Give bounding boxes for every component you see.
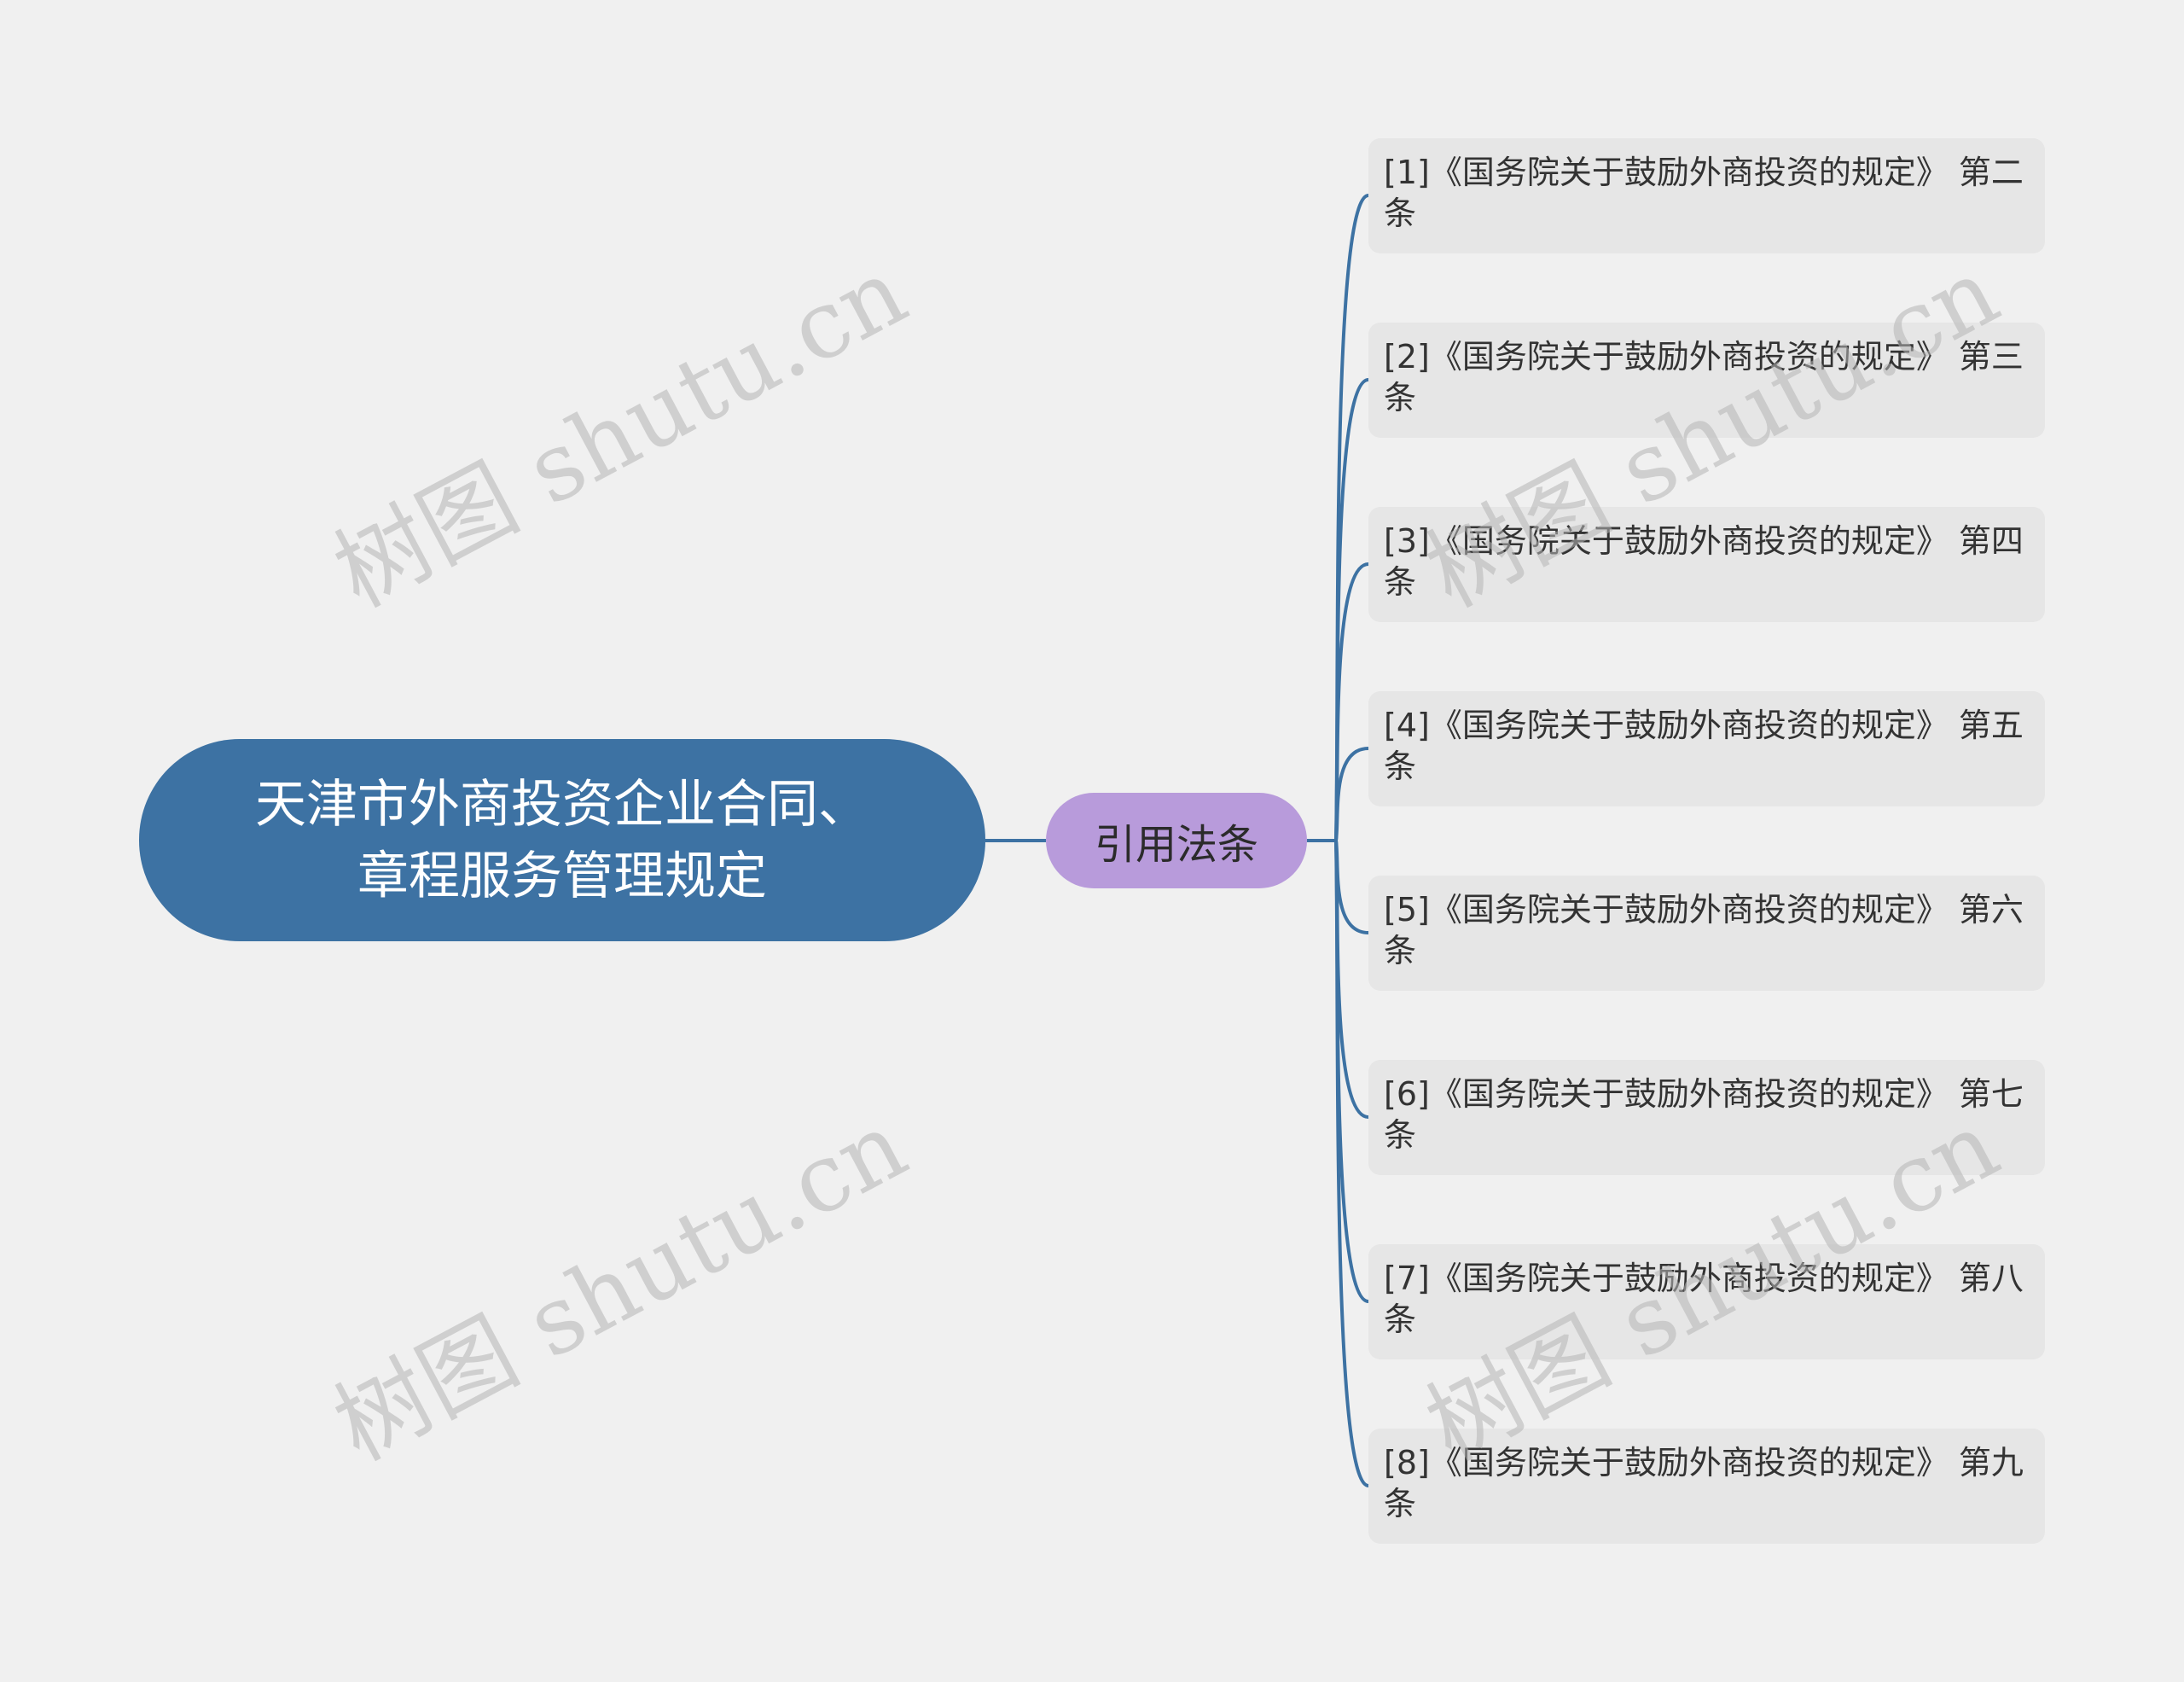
branch-topic-label: 引用法条 xyxy=(1094,821,1258,869)
leaf-connector-line xyxy=(1334,840,1369,934)
leaf-topic-label: [6]《国务院关于鼓励外商投资的规定》 第七条 xyxy=(1384,1075,2024,1154)
leaf-topic-label: [8]《国务院关于鼓励外商投资的规定》 第九条 xyxy=(1384,1444,2024,1522)
leaf-topic[interactable]: [6]《国务院关于鼓励外商投资的规定》 第七条 xyxy=(1368,1060,2045,1175)
leaf-topic-label: [1]《国务院关于鼓励外商投资的规定》 第二条 xyxy=(1384,154,2024,232)
leaf-topic-label: [5]《国务院关于鼓励外商投资的规定》 第六条 xyxy=(1384,891,2024,969)
leaf-topic-label: [4]《国务院关于鼓励外商投资的规定》 第五条 xyxy=(1384,707,2024,785)
leaf-topic-label: [7]《国务院关于鼓励外商投资的规定》 第八条 xyxy=(1384,1260,2024,1338)
leaf-connector-line xyxy=(1334,562,1369,841)
leaf-topic-label: [3]《国务院关于鼓励外商投资的规定》 第四条 xyxy=(1384,522,2024,601)
leaf-topic[interactable]: [2]《国务院关于鼓励外商投资的规定》 第三条 xyxy=(1368,323,2045,438)
leaf-topic-label: [2]《国务院关于鼓励外商投资的规定》 第三条 xyxy=(1384,338,2024,416)
root-topic-label: 天津市外商投资企业合同、章程服务管理规定 xyxy=(255,774,869,906)
leaf-topic[interactable]: [7]《国务院关于鼓励外商投资的规定》 第八条 xyxy=(1368,1244,2045,1359)
leaf-connectors xyxy=(1334,194,1369,1487)
root-topic[interactable]: 天津市外商投资企业合同、章程服务管理规定 xyxy=(139,739,985,941)
leaf-topic[interactable]: [8]《国务院关于鼓励外商投资的规定》 第九条 xyxy=(1368,1429,2045,1544)
leaf-topic[interactable]: [3]《国务院关于鼓励外商投资的规定》 第四条 xyxy=(1368,507,2045,622)
leaf-connector-line xyxy=(1334,840,1369,1119)
leaf-connector-line xyxy=(1334,840,1369,1487)
branch-topic[interactable]: 引用法条 xyxy=(1046,793,1307,888)
leaf-connector-line xyxy=(1334,747,1369,841)
leaf-topic[interactable]: [4]《国务院关于鼓励外商投资的规定》 第五条 xyxy=(1368,691,2045,806)
leaf-topic[interactable]: [5]《国务院关于鼓励外商投资的规定》 第六条 xyxy=(1368,876,2045,991)
leaf-topic[interactable]: [1]《国务院关于鼓励外商投资的规定》 第二条 xyxy=(1368,138,2045,253)
